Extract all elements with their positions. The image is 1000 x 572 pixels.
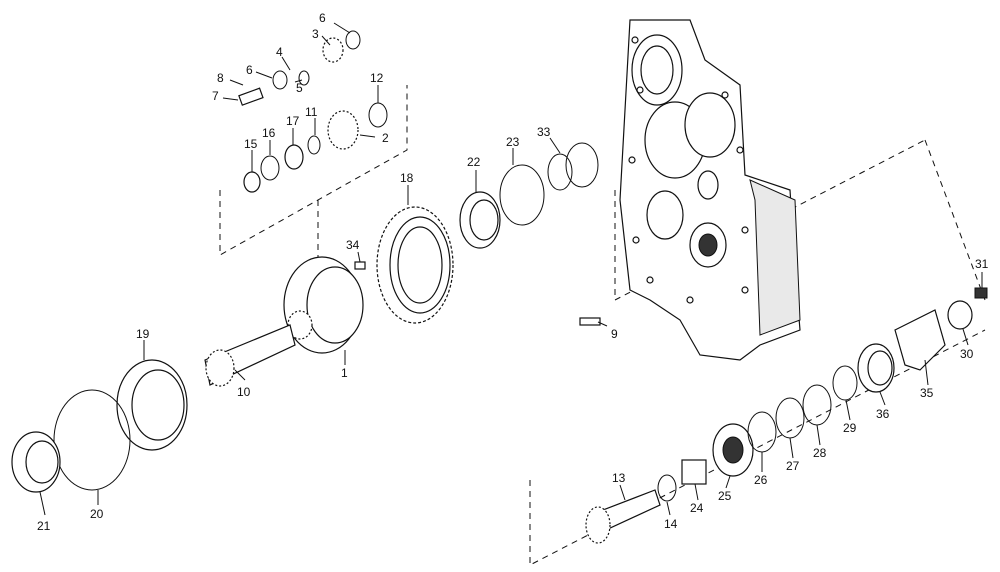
ring-23 bbox=[499, 164, 545, 226]
callout-15: 15 bbox=[244, 137, 258, 151]
callout-31: 31 bbox=[975, 257, 989, 271]
callout-6b: 6 bbox=[319, 11, 326, 25]
seal-housing bbox=[116, 359, 188, 451]
callout-16: 16 bbox=[262, 126, 276, 140]
callout-22: 22 bbox=[467, 155, 481, 169]
gear-housing bbox=[619, 19, 801, 361]
callout-4: 4 bbox=[276, 45, 283, 59]
callout-6a: 6 bbox=[246, 63, 253, 77]
callout-10: 10 bbox=[237, 385, 251, 399]
snap-ring-large bbox=[53, 389, 131, 491]
callout-18: 18 bbox=[400, 171, 414, 185]
callout-5: 5 bbox=[296, 81, 303, 95]
callout-26: 26 bbox=[754, 473, 768, 487]
ring-33 bbox=[547, 142, 599, 191]
leader-lines bbox=[39, 22, 983, 516]
callout-20: 20 bbox=[90, 507, 104, 521]
callout-34: 34 bbox=[346, 238, 360, 252]
small-gear-3 bbox=[322, 37, 344, 63]
bearing-22 bbox=[459, 191, 501, 249]
callout-23: 23 bbox=[506, 135, 520, 149]
planet-carrier bbox=[283, 256, 364, 354]
callout-3: 3 bbox=[312, 27, 319, 41]
callout-12: 12 bbox=[370, 71, 384, 85]
lower-parts bbox=[354, 261, 988, 502]
callout-27: 27 bbox=[786, 459, 800, 473]
callout-25: 25 bbox=[718, 489, 732, 503]
callout-7: 7 bbox=[212, 89, 219, 103]
callout-21: 21 bbox=[37, 519, 51, 533]
callout-14: 14 bbox=[664, 517, 678, 531]
callout-19: 19 bbox=[136, 327, 150, 341]
callout-29: 29 bbox=[843, 421, 857, 435]
callout-9: 9 bbox=[611, 327, 618, 341]
callout-11: 11 bbox=[305, 105, 318, 119]
callout-33: 33 bbox=[537, 125, 551, 139]
callout-30: 30 bbox=[960, 347, 974, 361]
lip-seal bbox=[11, 431, 61, 493]
callout-17: 17 bbox=[286, 114, 300, 128]
callout-13: 13 bbox=[612, 471, 626, 485]
callout-8: 8 bbox=[217, 71, 224, 85]
small-parts-upper bbox=[238, 30, 388, 193]
dashed-group-lower bbox=[529, 139, 986, 566]
callout-28: 28 bbox=[813, 446, 827, 460]
dashed-group-upper bbox=[219, 85, 408, 260]
callout-36: 36 bbox=[876, 407, 890, 421]
callout-labels: 1 2 3 4 5 6 6 7 8 9 10 11 12 13 14 15 16… bbox=[37, 11, 989, 533]
ring-gear bbox=[376, 206, 454, 324]
small-gear-2 bbox=[327, 110, 359, 150]
output-shaft bbox=[585, 489, 661, 544]
callout-1: 1 bbox=[341, 366, 348, 380]
input-shaft bbox=[204, 324, 296, 387]
callout-2: 2 bbox=[382, 131, 389, 145]
callout-35: 35 bbox=[920, 386, 934, 400]
callout-24: 24 bbox=[690, 501, 704, 515]
